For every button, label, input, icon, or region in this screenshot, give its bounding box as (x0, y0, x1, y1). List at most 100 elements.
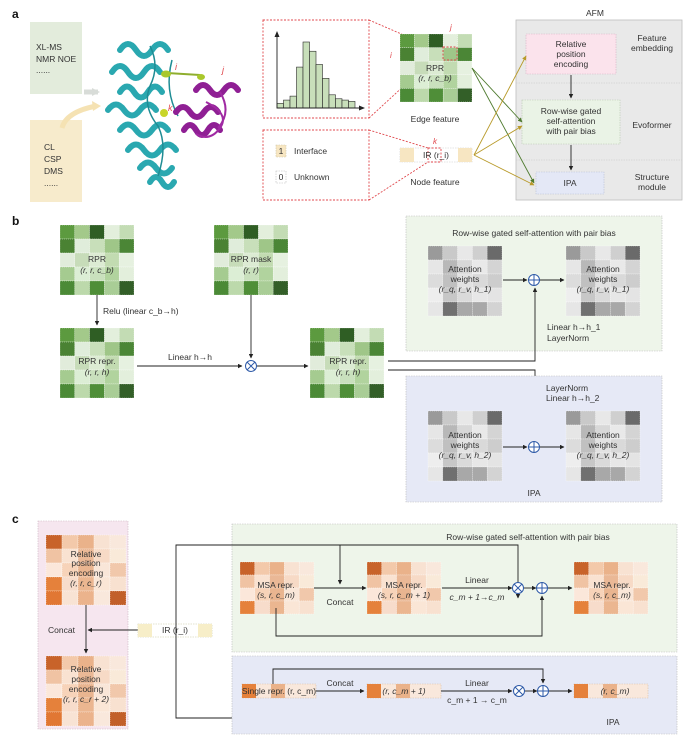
matrix-cell (603, 587, 619, 602)
matrix-cell (457, 410, 473, 426)
rpe-matrix-bottom (45, 655, 127, 727)
afm-block-rpe-line-3: encoding (554, 59, 589, 69)
matrix-cell (243, 224, 259, 240)
matrix-cell (269, 561, 285, 576)
matrix-cell (104, 341, 120, 357)
matrix-cell (104, 383, 120, 399)
matrix-cell (580, 410, 596, 426)
matrix-cell (396, 574, 412, 589)
msa-in-subtitle: (s, r, c_m) (257, 590, 295, 600)
histogram-bar (341, 99, 349, 109)
matrix-cell (339, 327, 355, 343)
matrix-cell (109, 562, 127, 578)
matrix-cell (273, 280, 289, 296)
matrix-cell (487, 245, 503, 261)
matrix-cell (472, 410, 488, 426)
afm-block-evo-line-1: Row-wise gated (541, 106, 602, 116)
matrix-cell (369, 355, 385, 371)
matrix-cell (457, 47, 473, 62)
afm-block-evo-line-2: self-attention (547, 116, 596, 126)
multiply-operator-b (245, 360, 257, 372)
single-linear-sub: c_m + 1 → c_m (447, 695, 507, 705)
matrix-cell (269, 574, 285, 589)
edge-matrix-title: RPR (426, 63, 444, 73)
matrix-cell (213, 280, 230, 296)
matrix-cell (588, 587, 604, 602)
matrix-cell (118, 369, 135, 385)
restraint-arrow-head-1 (92, 88, 100, 96)
matrix-cell (565, 466, 582, 482)
matrix-cell (618, 574, 634, 589)
node-arrow-ipa (473, 154, 535, 186)
edge-matrix-subtitle: (r, r, c_b) (418, 73, 452, 83)
matrix-cell (610, 301, 626, 317)
legend-unknown-value: 0 (279, 172, 284, 182)
matrix-cell (104, 327, 120, 343)
restraint-box-2: CL CSP DMS ...... (30, 120, 82, 202)
matrix-cell (565, 301, 582, 317)
matrix-cell (61, 590, 79, 606)
ir-label-c: IR (r_i) (162, 625, 188, 635)
rpe-top-title-1: Relative (71, 549, 102, 559)
matrix-cell (443, 33, 458, 48)
evoformer-box-b-title: Row-wise gated self-attention with pair … (452, 228, 615, 238)
afm-block-rpe[interactable]: Relative position encoding (525, 33, 617, 75)
matrix-cell (74, 383, 90, 399)
matrix-cell (625, 245, 641, 261)
msa-mid-title: MSA repr. (385, 580, 422, 590)
ipa-proj-line-2: Linear h→h_2 (546, 393, 600, 403)
node-arrow-rpe (473, 55, 527, 156)
matrix-cell (369, 341, 385, 357)
matrix-cell (228, 280, 244, 296)
matrix-cell (77, 711, 95, 727)
zoom-line-top (368, 19, 407, 37)
matrix-cell (109, 576, 127, 592)
msa-repr-mid-matrix (366, 561, 442, 615)
matrix-cell (442, 466, 458, 482)
matrix-cell (354, 341, 370, 357)
matrix-cell (427, 410, 444, 426)
panel-b-label: b (12, 214, 19, 228)
matrix-cell (309, 341, 326, 357)
rpe-top-title-2: position (71, 558, 101, 568)
matrix-cell (595, 466, 611, 482)
matrix-cell (239, 600, 256, 615)
relu-label: Relu (linear c_b→h) (103, 306, 179, 316)
matrix-cell (580, 301, 596, 317)
rpr-repr-1-subtitle: (r, r, h) (85, 367, 110, 377)
matrix-cell (339, 383, 355, 399)
panel-a-label: a (12, 7, 19, 21)
matrix-cell (369, 383, 385, 399)
afm-block-evoformer[interactable]: Row-wise gated self-attention with pair … (521, 99, 621, 145)
matrix-cell (228, 224, 244, 240)
legend-unknown-label: Unknown (294, 172, 330, 182)
matrix-cell (426, 600, 442, 615)
matrix-cell (59, 266, 76, 282)
matrix-cell (109, 683, 127, 699)
single-concat-label: Concat (327, 678, 355, 688)
matrix-cell (239, 574, 256, 589)
matrix-cell (258, 266, 274, 282)
rpr-repr-matrix-2 (309, 327, 385, 399)
ir-to-multiply-arrow (340, 544, 521, 599)
afm-block-ipa[interactable]: IPA (535, 171, 605, 195)
rpr-repr-2-subtitle: (r, r, h) (336, 367, 361, 377)
matrix-cell (565, 245, 582, 261)
msa-in-title: MSA repr. (257, 580, 294, 590)
matrix-cell (74, 238, 90, 254)
matrix-cell (118, 238, 135, 254)
msa-repr-out-matrix (573, 561, 649, 615)
matrix-cell (428, 47, 444, 62)
add-operator-c1 (536, 582, 548, 594)
matrix-cell (93, 590, 111, 606)
matrix-cell (595, 301, 611, 317)
matrix-cell (59, 224, 76, 240)
matrix-cell (299, 587, 315, 602)
matrix-cell (381, 587, 397, 602)
attn-in-h1-sub: (r_q, r_v, h_1) (439, 284, 492, 294)
matrix-cell (309, 327, 326, 343)
histogram-bar (309, 50, 317, 109)
evoformer-box-c-title: Row-wise gated self-attention with pair … (446, 532, 609, 542)
matrix-cell (254, 561, 270, 576)
afm-block-ipa-label: IPA (563, 178, 576, 188)
